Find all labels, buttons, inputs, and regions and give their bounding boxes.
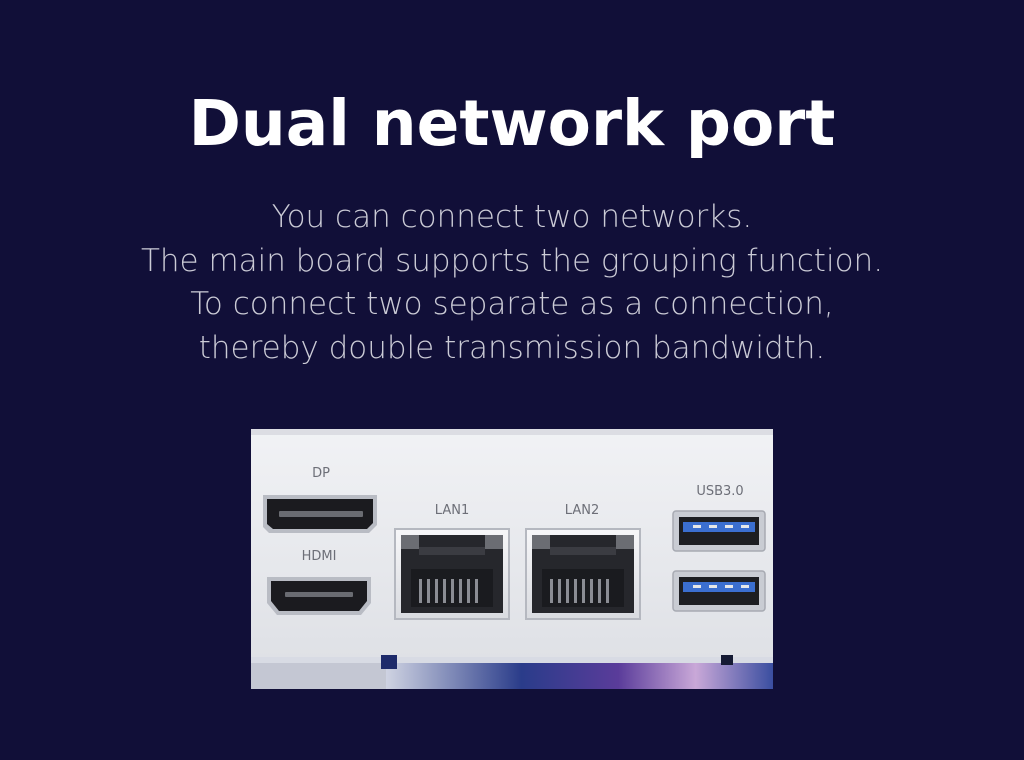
- io-panel-photo: DP HDMI LAN1: [251, 429, 773, 689]
- usb3-port-lower: [672, 570, 766, 612]
- dp-label: DP: [312, 466, 330, 481]
- description-line: thereby double transmission bandwidth.: [198, 329, 826, 366]
- lan2-port: [525, 528, 641, 620]
- description-block: You can connect two networks. The main b…: [0, 196, 1024, 370]
- lan1-label: LAN1: [435, 503, 469, 518]
- lan1-port: [394, 528, 510, 620]
- hdmi-connector: [267, 577, 371, 615]
- description-line: To connect two separate as a connection,: [190, 286, 834, 322]
- hdmi-label: HDMI: [302, 549, 337, 564]
- usb-label: USB3.0: [696, 484, 743, 499]
- displayport-connector: [263, 495, 377, 533]
- lan2-label: LAN2: [565, 503, 599, 518]
- usb3-port-upper: [672, 510, 766, 552]
- motherboard-strip: [251, 655, 773, 689]
- description-line: You can connect two networks.: [271, 199, 753, 235]
- page-title: Dual network port: [188, 87, 836, 160]
- description-line: The main board supports the grouping fun…: [140, 242, 884, 279]
